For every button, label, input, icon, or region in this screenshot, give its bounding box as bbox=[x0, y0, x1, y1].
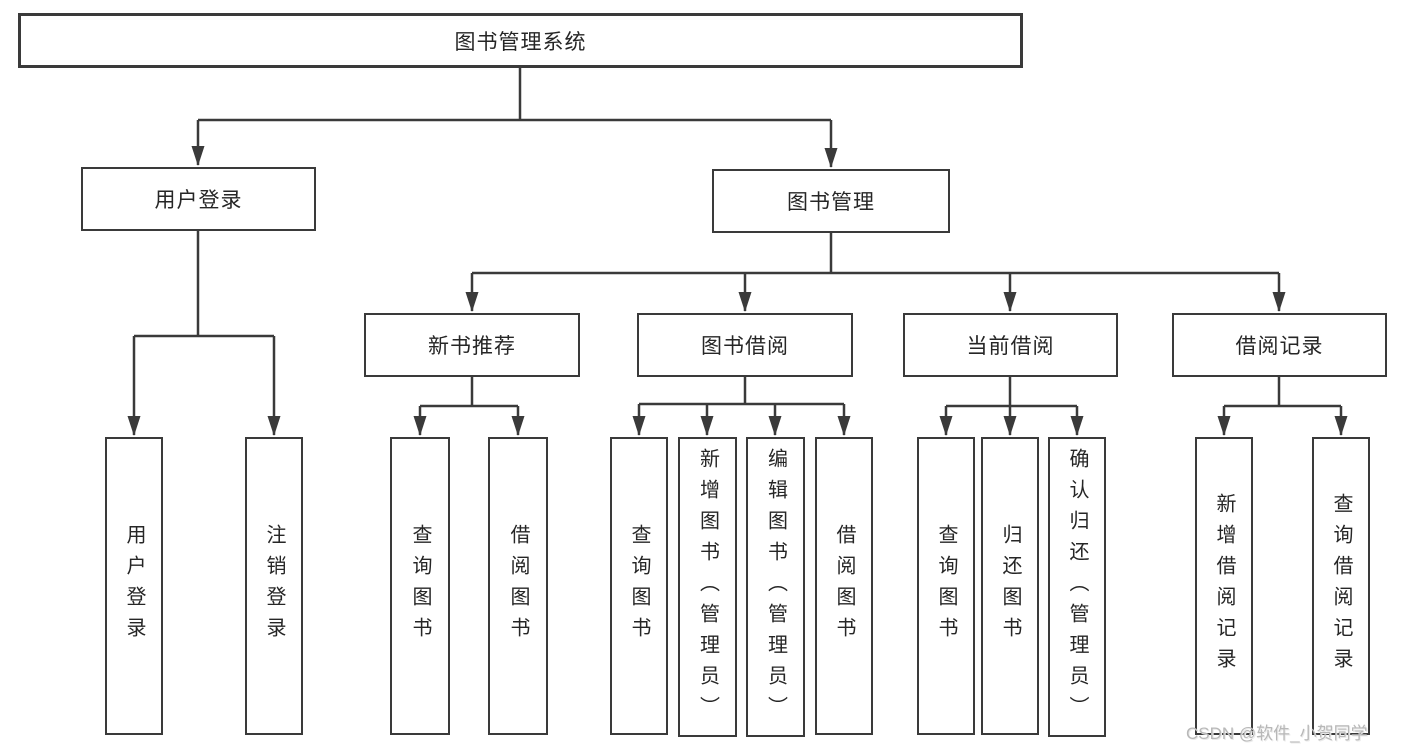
connector-book-management-children bbox=[465, 233, 1286, 312]
leaf-records-add-record: 新增借阅记录 bbox=[1195, 437, 1253, 735]
leaf-records-query-record: 查询借阅记录 bbox=[1312, 437, 1370, 735]
node-new-book-recommend: 新书推荐 bbox=[364, 313, 580, 377]
leaf-newbook-query-books: 查询图书 bbox=[390, 437, 450, 735]
node-user-login: 用户登录 bbox=[81, 167, 316, 231]
node-current-borrowing: 当前借阅 bbox=[903, 313, 1118, 377]
node-book-management: 图书管理 bbox=[712, 169, 950, 233]
node-root-system: 图书管理系统 bbox=[18, 13, 1023, 68]
connector-root-to-level2 bbox=[191, 68, 838, 168]
leaf-current-return-books: 归还图书 bbox=[981, 437, 1039, 735]
leaf-logout: 注销登录 bbox=[245, 437, 303, 735]
leaf-current-confirm-return-admin: 确认归还（管理员） bbox=[1048, 437, 1106, 737]
csdn-watermark: CSDN @软件_小贺同学 bbox=[1186, 724, 1368, 743]
connector-user-login-children bbox=[127, 231, 281, 436]
leaf-borrow-query-books: 查询图书 bbox=[610, 437, 668, 735]
connector-new-book-children bbox=[413, 377, 525, 436]
connector-book-borrow-children bbox=[632, 377, 851, 436]
connector-borrow-records-children bbox=[1217, 377, 1348, 436]
node-borrowing-records: 借阅记录 bbox=[1172, 313, 1387, 377]
leaf-borrow-add-books-admin: 新增图书（管理员） bbox=[678, 437, 737, 737]
leaf-borrow-edit-books-admin: 编辑图书（管理员） bbox=[746, 437, 805, 737]
node-book-borrowing: 图书借阅 bbox=[637, 313, 853, 377]
leaf-user-login: 用户登录 bbox=[105, 437, 163, 735]
leaf-borrow-borrow-books: 借阅图书 bbox=[815, 437, 873, 735]
leaf-newbook-borrow-books: 借阅图书 bbox=[488, 437, 548, 735]
connector-current-borrow-children bbox=[939, 377, 1084, 436]
leaf-current-query-books: 查询图书 bbox=[917, 437, 975, 735]
